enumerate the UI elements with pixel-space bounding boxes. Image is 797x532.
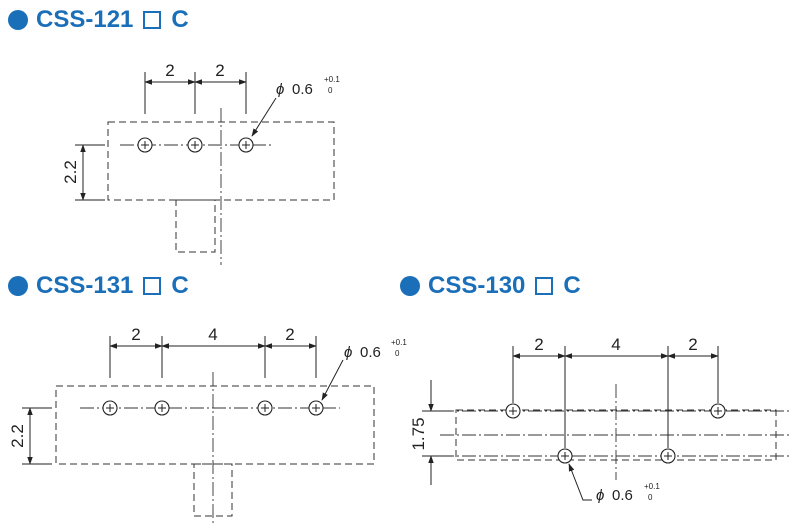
css-131-body-outline xyxy=(55,385,375,465)
css-121-drawing: 2 2 2.2 ϕ 0.6 +0.1 0 xyxy=(61,61,340,265)
css-130-dim-height: 1.75 xyxy=(409,417,428,450)
css-131-hole-tol-lower: 0 xyxy=(395,349,400,358)
css-130-title-prefix: CSS-130 xyxy=(428,272,526,299)
css-130-dim-pitch-b: 4 xyxy=(611,335,620,354)
css-130-hole-tol-lower: 0 xyxy=(648,493,653,502)
css-121-callout-leader xyxy=(251,97,277,137)
css-130-title-suffix: C xyxy=(563,272,581,299)
css-121-hole-symbol: ϕ xyxy=(276,81,284,98)
css-121-hole-tol-upper: +0.1 xyxy=(324,75,340,84)
css-130-dim-pitch-c: 2 xyxy=(688,335,697,354)
css-130-hole-value: 0.6 xyxy=(612,487,633,504)
css-131-dim-pitch-b: 4 xyxy=(208,325,217,344)
css-130-hole-crosses xyxy=(509,407,722,460)
bullet-icon xyxy=(8,276,28,296)
css-131-hole-symbol: ϕ xyxy=(344,344,352,361)
placeholder-box-icon xyxy=(535,277,554,295)
bullet-icon xyxy=(8,10,28,30)
css-131-drawing: 2 4 2 2.2 ϕ 0.6 +0.1 0 xyxy=(8,325,407,526)
css-131-callout-leader xyxy=(321,359,344,401)
css-131-hole-value: 0.6 xyxy=(360,344,381,361)
css-130-drawing: 2 4 2 1.75 ϕ 0.6 +0.1 0 xyxy=(409,335,790,504)
css-121-title: CSS-121 C xyxy=(8,6,189,34)
css-121-hole-tol-lower: 0 xyxy=(328,86,333,95)
css-131-hole-crosses xyxy=(106,404,320,412)
css-131-title: CSS-131 C xyxy=(8,272,189,300)
placeholder-box-icon xyxy=(143,11,162,29)
css-131-dim-height: 2.2 xyxy=(8,424,27,448)
css-131-title-suffix: C xyxy=(171,272,189,299)
css-121-lead-outline xyxy=(175,199,216,253)
bullet-icon xyxy=(400,276,420,296)
css-131-lead-outline xyxy=(193,463,233,517)
css-121-dim-pitch-b: 2 xyxy=(215,61,224,80)
css-131-dim-pitch-a: 2 xyxy=(131,325,140,344)
css-130-title: CSS-130 C xyxy=(400,272,581,300)
css-121-title-prefix: CSS-121 xyxy=(36,6,134,33)
css-130-hole-tol-upper: +0.1 xyxy=(644,482,660,491)
css-131-dim-pitch-c: 2 xyxy=(285,325,294,344)
css-130-dim-pitch-a: 2 xyxy=(534,335,543,354)
css-121-dim-height: 2.2 xyxy=(61,160,80,184)
css-121-title-suffix: C xyxy=(171,6,189,33)
css-121-hole-crosses xyxy=(141,141,250,149)
css-130-callout-leader xyxy=(568,463,592,501)
css-130-hole-symbol: ϕ xyxy=(596,487,604,504)
css-121-hole-value: 0.6 xyxy=(292,81,313,98)
css-121-dim-pitch-a: 2 xyxy=(165,61,174,80)
placeholder-box-icon xyxy=(143,277,162,295)
css-131-hole-tol-upper: +0.1 xyxy=(391,338,407,347)
css-131-title-prefix: CSS-131 xyxy=(36,272,134,299)
